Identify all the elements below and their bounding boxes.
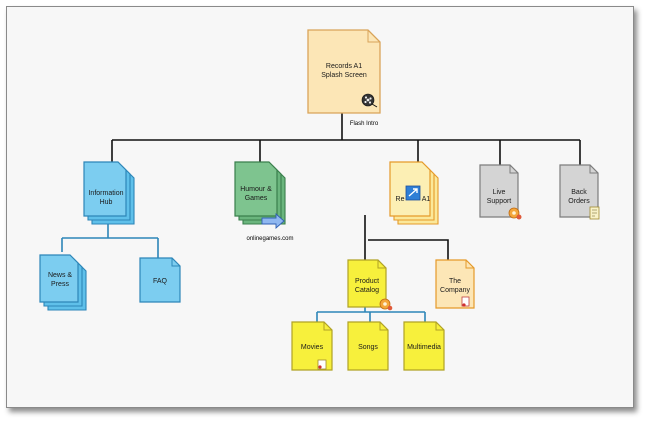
page-shape [479, 164, 519, 218]
node-label-line-2: A1 [422, 196, 431, 203]
node-label: Movies [301, 344, 324, 351]
node-humour-games[interactable]: Humour & Games onlinegames.com [234, 161, 294, 242]
node-note: onlinegames.com [246, 236, 293, 242]
page-shape [39, 254, 79, 303]
node-label-line-1: Live [493, 189, 506, 196]
node-label-line-1: Humour & [240, 186, 272, 193]
node-label-line-2: Splash Screen [321, 72, 367, 79]
film-reel-icon [361, 93, 378, 108]
node-label-line-1: News & [48, 272, 72, 279]
node-label: FAQ [153, 278, 168, 285]
node-label: Songs [358, 344, 378, 351]
node-label-line-1: Back [571, 189, 587, 196]
node-live-support[interactable]: Live Support [479, 164, 522, 220]
node-label-line-2: Company [440, 287, 470, 294]
page-shape [559, 164, 599, 218]
page-shape [83, 161, 127, 217]
node-splash-screen[interactable]: Records A1 Splash Screen Flash Intro [307, 29, 381, 127]
node-faq[interactable]: FAQ [139, 257, 181, 303]
document-icon [461, 296, 470, 307]
page-link-icon [405, 185, 421, 201]
page-shape [234, 161, 278, 217]
node-news-press[interactable]: News & Press [39, 254, 87, 311]
node-label-line-2: Press [51, 281, 69, 288]
node-label-line-1: Re [396, 196, 405, 203]
connector-lines [61, 112, 581, 322]
node-note: Flash Intro [350, 121, 379, 127]
external-link-arrow-icon [261, 213, 285, 229]
node-label-line-1: Product [355, 278, 379, 285]
node-records-a1[interactable]: Re A1 [389, 161, 439, 225]
node-label: Multimedia [407, 344, 441, 351]
support-gear-icon [508, 207, 522, 220]
node-label-line-2: Support [487, 198, 512, 205]
node-label-line-2: Catalog [355, 287, 379, 294]
catalog-gear-icon [379, 298, 393, 311]
node-label-line-1: Information [88, 190, 123, 197]
document-icon [317, 359, 327, 370]
node-movies[interactable]: Movies [291, 321, 333, 371]
page-shape [347, 259, 387, 308]
page-shape [307, 29, 381, 114]
node-multimedia[interactable]: Multimedia [403, 321, 445, 371]
node-back-orders[interactable]: Back Orders [559, 164, 600, 220]
order-form-icon [589, 206, 600, 220]
page-shape [347, 321, 389, 371]
node-songs[interactable]: Songs [347, 321, 389, 371]
node-label-line-1: Records A1 [326, 63, 362, 70]
node-the-company[interactable]: The Company [435, 259, 475, 309]
page-shape [403, 321, 445, 371]
node-label-line-2: Hub [100, 199, 113, 206]
page-shape [139, 257, 181, 303]
node-information-hub[interactable]: Information Hub [83, 161, 135, 225]
page-shape [435, 259, 475, 309]
page-shape [291, 321, 333, 371]
node-label-line-1: The [449, 278, 461, 285]
node-label-line-2: Orders [568, 198, 590, 205]
node-label-line-2: Games [245, 195, 268, 202]
node-product-catalog[interactable]: Product Catalog [347, 259, 393, 311]
